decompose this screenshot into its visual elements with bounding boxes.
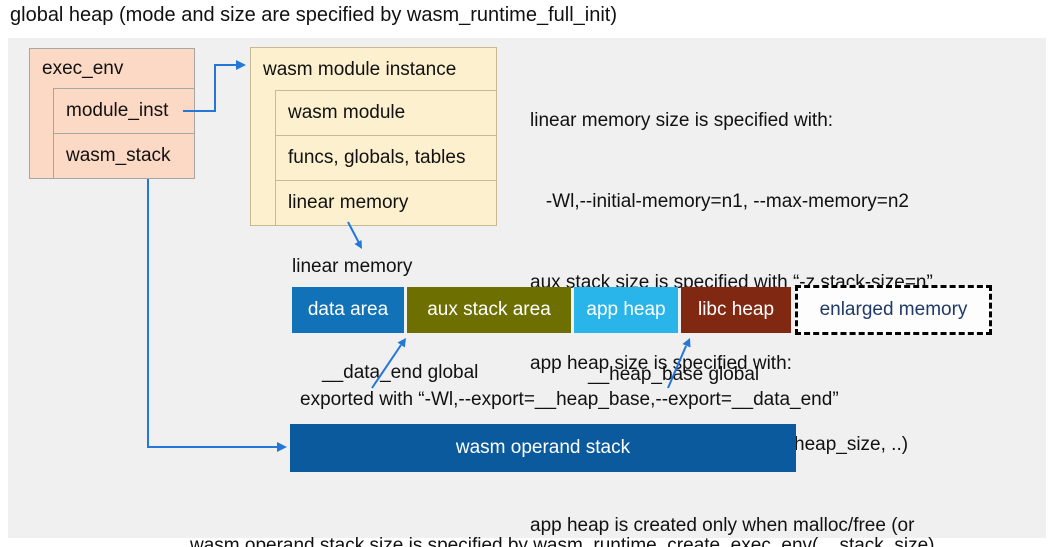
page-title: global heap (mode and size are specified… [10,4,617,26]
data-area-segment: data area [292,287,404,333]
libc-heap-segment: libc heap [681,287,791,333]
wasm-stack-box: wasm_stack [53,133,195,179]
module-instance-box: wasm module instance wasm module funcs, … [250,47,497,226]
aux-stack-area-segment: aux stack area [407,287,571,333]
data-end-global-label: __data_end global [322,362,479,383]
linear-memory-bar: data area aux stack area app heap libc h… [292,287,791,333]
app-heap-segment: app heap [574,287,678,333]
linear-memory-caption: linear memory [292,256,413,277]
stack-size-notes: wasm operand stack size is specified by … [190,481,935,547]
module-inst-label: module_inst [66,100,169,121]
data-area-label: data area [307,299,389,320]
note-line: wasm operand stack size is specified by … [190,535,935,547]
linear-memory-row-box: linear memory [275,180,497,226]
exec-env-box: exec_env module_inst wasm_stack [29,48,195,179]
note-line: app heap is created only when malloc/fre… [530,515,915,536]
wasm-module-label: wasm module [288,102,406,123]
note-line: linear memory size is specified with: [530,110,834,131]
module-inst-box: module_inst [53,88,195,134]
wasm-operand-stack-label: wasm operand stack [455,437,631,458]
note-line: app heap size is specified with: [530,353,792,374]
libc-heap-label: libc heap [697,299,775,320]
exported-with-label: exported with “-Wl,--export=__heap_base,… [300,389,839,410]
app-heap-label: app heap [586,299,666,320]
enlarged-memory-label: enlarged memory [819,299,968,320]
funcs-globals-tables-label: funcs, globals, tables [288,147,466,168]
note-line: -Wl,--initial-memory=n1, --max-memory=n2 [530,191,909,212]
wasm-module-box: wasm module [275,90,497,136]
exec-env-title: exec_env [42,58,124,79]
funcs-globals-tables-box: funcs, globals, tables [275,135,497,181]
linear-memory-row-label: linear memory [288,192,409,213]
enlarged-memory-box: enlarged memory [795,285,992,335]
wasm-operand-stack-bar: wasm operand stack [290,424,796,472]
module-instance-title: wasm module instance [263,58,457,80]
wasm-stack-label: wasm_stack [66,145,171,166]
aux-stack-area-label: aux stack area [427,299,551,320]
heap-base-global-label: __heap_base global [588,364,760,385]
